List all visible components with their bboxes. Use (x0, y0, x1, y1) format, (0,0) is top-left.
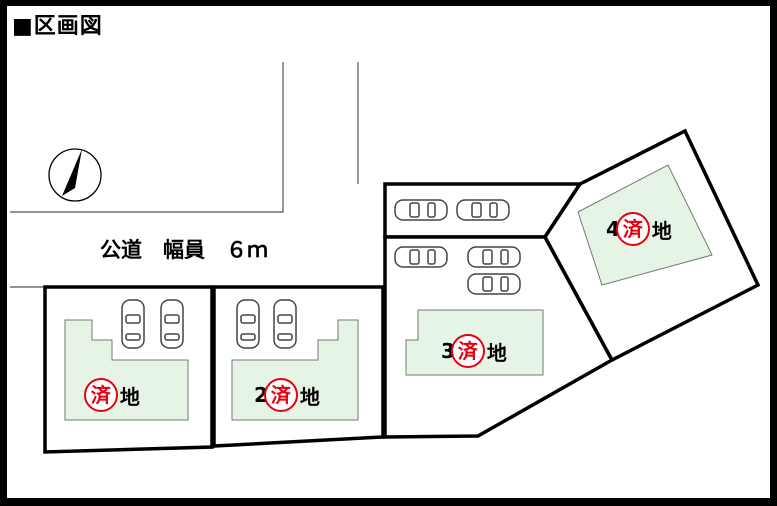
sold-stamp: 済 (263, 378, 298, 412)
car-icon (456, 199, 510, 221)
car-icon (121, 299, 145, 349)
lot-4-label: 4 済 地 (606, 212, 672, 246)
car-icon (467, 246, 521, 268)
lot-3-label: 3 済 地 (441, 334, 507, 368)
parked-cars (121, 199, 521, 349)
road-edge-upper-left (10, 62, 284, 213)
lot-3-parcel (383, 235, 615, 439)
car-icon (467, 273, 521, 295)
lot-suffix: 地 (299, 384, 320, 409)
car-icon (273, 299, 297, 349)
north-arrow-icon (48, 148, 102, 202)
road-boundaries (10, 62, 359, 288)
lot-suffix: 地 (486, 340, 507, 365)
car-icon (394, 199, 448, 221)
lot-2-label: 2 済 地 (254, 378, 320, 412)
road-label: 公道 幅員 ６ｍ (100, 238, 268, 262)
sold-stamp: 済 (615, 212, 650, 246)
car-icon (236, 299, 260, 349)
car-icon (160, 299, 184, 349)
page-title: ■区画図 (12, 14, 103, 39)
lot-1-label: 1 済 地 (74, 378, 140, 412)
lot-suffix: 地 (651, 218, 672, 243)
sold-stamp: 済 (450, 334, 485, 368)
sold-stamp: 済 (83, 378, 118, 412)
lot-suffix: 地 (119, 384, 140, 409)
car-icon (394, 246, 448, 268)
